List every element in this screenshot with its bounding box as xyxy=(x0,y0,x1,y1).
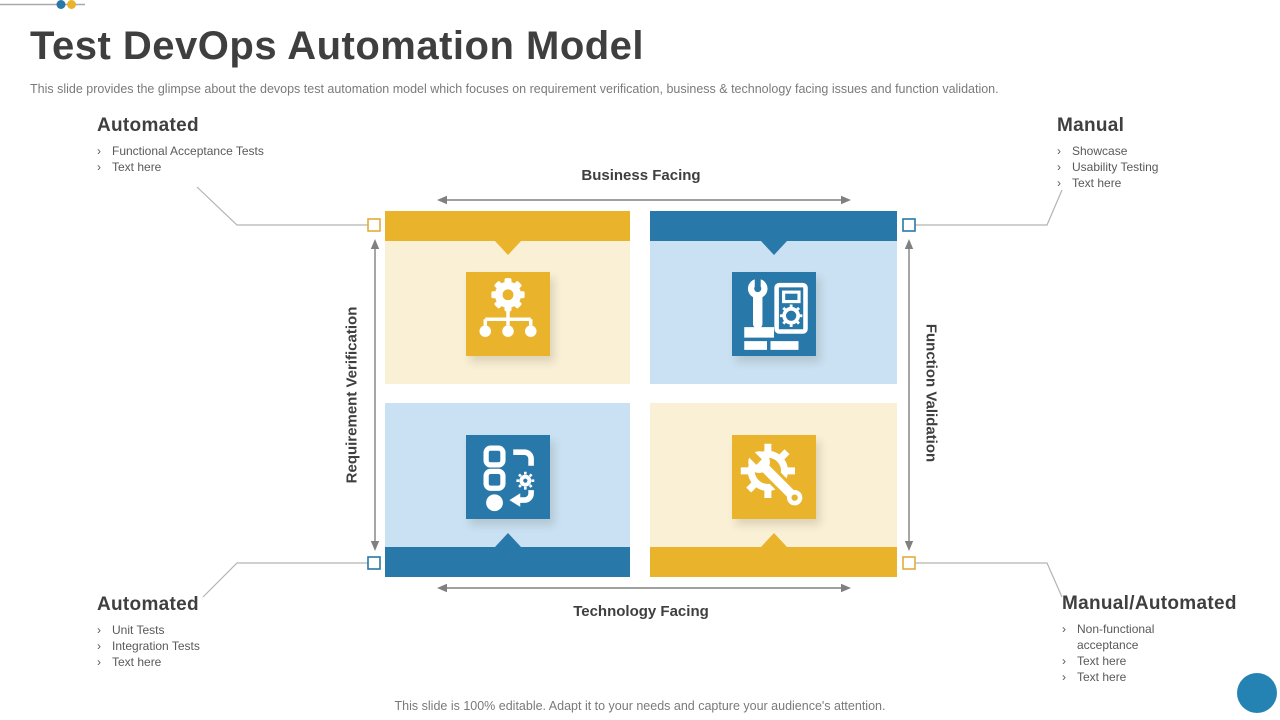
chevron-bullet-icon: › xyxy=(1057,160,1061,174)
axis-label-function-validation: Function Validation xyxy=(922,323,940,463)
page-title: Test DevOps Automation Model xyxy=(30,24,645,68)
axis-label-business-facing: Business Facing xyxy=(581,167,701,184)
list-item: ›Text here xyxy=(97,655,162,669)
callout-bottom-left: Automated ›Unit Tests ›Integration Tests… xyxy=(97,594,317,670)
quadrant-top-right xyxy=(650,211,897,384)
arrowhead xyxy=(370,239,380,249)
callout-heading: Automated xyxy=(97,115,199,136)
arrowhead xyxy=(904,239,914,249)
callout-top-left: Automated ›Functional Acceptance Tests ›… xyxy=(97,115,317,175)
footer-note: This slide is 100% editable. Adapt it to… xyxy=(394,699,886,713)
list-item: ›Integration Tests xyxy=(97,639,200,653)
connector-square-top-right xyxy=(902,218,916,232)
pointer-triangle xyxy=(760,533,787,547)
quadrant-top-left xyxy=(385,211,630,384)
chevron-bullet-icon: › xyxy=(1062,670,1066,684)
chevron-bullet-icon: › xyxy=(97,160,101,174)
gear-hierarchy-icon xyxy=(465,272,550,356)
quadrant-bottom-right xyxy=(650,403,897,577)
list-item: ›Text here xyxy=(1062,654,1127,668)
callout-heading: Manual/Automated xyxy=(1062,593,1237,614)
chevron-bullet-icon: › xyxy=(97,639,101,653)
quadrant-footer-bar xyxy=(385,547,630,577)
list-item: ›Unit Tests xyxy=(97,623,165,637)
connector-square-bottom-left xyxy=(367,556,381,570)
chevron-bullet-icon: › xyxy=(97,655,101,669)
pointer-triangle xyxy=(494,533,521,547)
connector-square-bottom-right xyxy=(902,556,916,570)
list-item: ›Usability Testing xyxy=(1057,160,1159,174)
callout-heading: Automated xyxy=(97,594,199,615)
arrowhead xyxy=(370,541,380,551)
arrowhead xyxy=(437,195,447,205)
quadrant-header-bar xyxy=(650,211,897,241)
decoration-dot-blue xyxy=(56,0,66,9)
decoration-dot-gold xyxy=(67,0,76,9)
callout-list: ›Unit Tests ›Integration Tests ›Text her… xyxy=(97,622,317,670)
callout-top-right: Manual ›Showcase ›Usability Testing ›Tex… xyxy=(1057,115,1277,191)
callout-bottom-right: Manual/Automated ›Non-functional accepta… xyxy=(1062,593,1280,685)
leader-top-right xyxy=(915,189,1063,226)
workflow-gear-icon xyxy=(465,435,550,519)
toolkit-icon xyxy=(731,272,816,356)
connector-square-top-left xyxy=(367,218,381,232)
chevron-bullet-icon: › xyxy=(97,144,101,158)
arrowhead xyxy=(904,541,914,551)
axis-label-requirement-verification: Requirement Verification xyxy=(343,306,361,484)
list-item: ›Text here xyxy=(1057,176,1122,190)
chevron-bullet-icon: › xyxy=(97,623,101,637)
chevron-bullet-icon: › xyxy=(1057,176,1061,190)
pointer-triangle xyxy=(494,241,521,255)
leader-bottom-left xyxy=(202,562,368,598)
page-subtitle: This slide provides the glimpse about th… xyxy=(30,82,999,96)
quadrant-footer-bar xyxy=(650,547,897,577)
list-item: ›Showcase xyxy=(1057,144,1128,158)
leader-top-left xyxy=(196,186,368,226)
gear-wrench-icon xyxy=(731,435,816,519)
list-item: ›Functional Acceptance Tests xyxy=(97,144,264,158)
arrowhead xyxy=(841,583,851,593)
list-item: ›Non-functional acceptance xyxy=(1062,622,1155,652)
arrowhead xyxy=(437,583,447,593)
chevron-bullet-icon: › xyxy=(1062,622,1066,636)
callout-list: ›Functional Acceptance Tests ›Text here xyxy=(97,143,317,175)
quadrant-bottom-left xyxy=(385,403,630,577)
callout-list: ›Non-functional acceptance ›Text here ›T… xyxy=(1062,621,1280,685)
list-item: ›Text here xyxy=(1062,670,1127,684)
list-item: ›Text here xyxy=(97,160,162,174)
chevron-bullet-icon: › xyxy=(1062,654,1066,668)
callout-heading: Manual xyxy=(1057,115,1125,136)
chevron-bullet-icon: › xyxy=(1057,144,1061,158)
callout-list: ›Showcase ›Usability Testing ›Text here xyxy=(1057,143,1277,191)
pointer-triangle xyxy=(760,241,787,255)
leader-bottom-right xyxy=(915,562,1063,598)
quadrant-header-bar xyxy=(385,211,630,241)
arrowhead xyxy=(841,195,851,205)
axis-label-technology-facing: Technology Facing xyxy=(573,603,709,620)
corner-circle-decoration xyxy=(1237,673,1277,713)
